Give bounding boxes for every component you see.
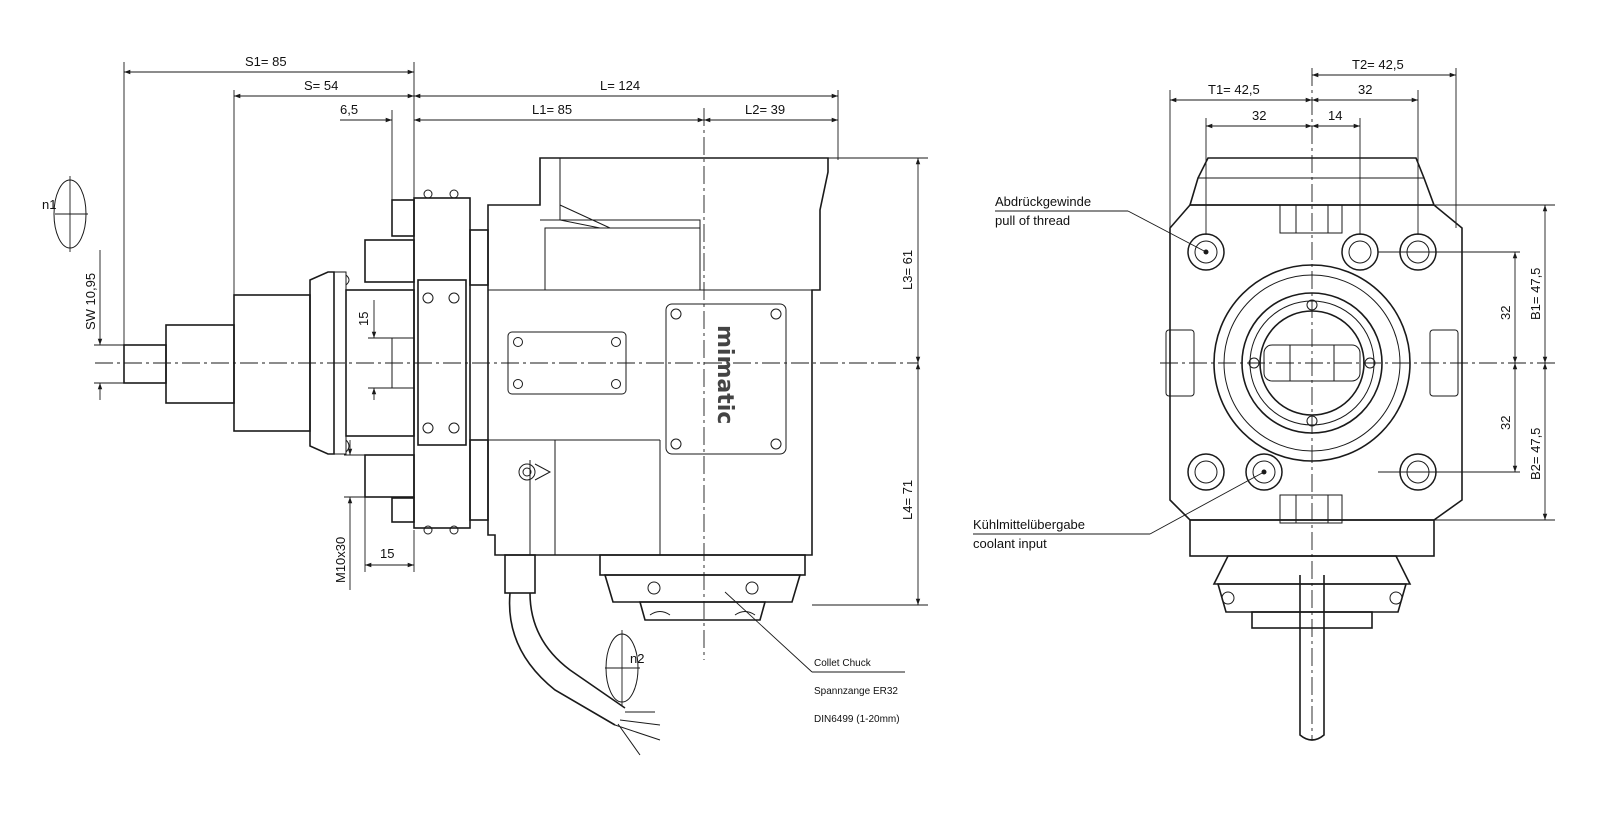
output-spindle (599, 554, 806, 621)
dim-32-b1: 32 (1498, 306, 1513, 320)
dim-l: L= 124 (600, 78, 640, 93)
side-vertical-dimensions: L3= 61 L4= 71 SW 10,95 15 M10x30 (83, 157, 928, 606)
coolant-hose (504, 554, 661, 756)
pull-thread-label-de: Abdrückgewinde (995, 194, 1091, 209)
dim-14: 14 (1328, 108, 1342, 123)
main-housing (487, 157, 829, 556)
front-central-chuck (1213, 264, 1411, 462)
dim-32-left: 32 (1252, 108, 1266, 123)
dim-15-bottom: 15 (380, 546, 394, 561)
dim-s1: S1= 85 (245, 54, 287, 69)
brand-logo: mimatic (712, 325, 737, 424)
dim-l1: L1= 85 (532, 102, 572, 117)
dim-m10x30: M10x30 (333, 537, 348, 583)
pull-thread-callout: Abdrückgewinde pull of thread (995, 194, 1209, 255)
dim-s: S= 54 (304, 78, 338, 93)
dim-b2: B2= 47,5 (1528, 428, 1543, 480)
dim-t2: T2= 42,5 (1352, 57, 1404, 72)
front-view: T2= 42,5 T1= 42,5 32 32 14 B1= 47,5 B2= … (973, 57, 1555, 741)
coolant-input-callout: Kühlmittelübergabe coolant input (973, 469, 1267, 551)
dim-sw: SW 10,95 (83, 273, 98, 330)
collet-line-2: Spannzange ER32 (814, 686, 898, 697)
collet-line-1: Collet Chuck (814, 658, 872, 669)
n1-label: n1 (42, 197, 56, 212)
rotation-n1-symbol: n1 (42, 176, 88, 252)
side-view: n1 n2 mimatic S1= 85 S= 54 L= 124 L1= 85… (42, 54, 928, 756)
dim-l4: L4= 71 (900, 480, 915, 520)
front-housing (1165, 204, 1463, 524)
front-bottom-spindle (1189, 519, 1435, 741)
side-horizontal-dimensions: S1= 85 S= 54 L= 124 L1= 85 L2= 39 6,5 15 (123, 54, 839, 572)
dim-32-right: 32 (1358, 82, 1372, 97)
pull-thread-label-en: pull of thread (995, 213, 1070, 228)
front-horizontal-dimensions: T2= 42,5 T1= 42,5 32 32 14 (1169, 57, 1457, 235)
front-vertical-dimensions: B1= 47,5 B2= 47,5 32 32 (1378, 204, 1555, 521)
dim-15-top: 15 (356, 312, 371, 326)
dim-t1: T1= 42,5 (1208, 82, 1260, 97)
dim-b1: B1= 47,5 (1528, 268, 1543, 320)
collet-chuck-callout: Collet Chuck Spannzange ER32 DIN6499 (1-… (724, 591, 905, 725)
n2-label: n2 (630, 651, 644, 666)
coolant-label-en: coolant input (973, 536, 1047, 551)
flange-plate (413, 189, 489, 535)
rotation-n2-symbol: n2 (605, 630, 644, 706)
collet-line-3: DIN6499 (1-20mm) (814, 714, 900, 725)
dim-6-5: 6,5 (340, 102, 358, 117)
dim-l3: L3= 61 (900, 250, 915, 290)
dim-l2: L2= 39 (745, 102, 785, 117)
dim-32-b2: 32 (1498, 416, 1513, 430)
coolant-label-de: Kühlmittelübergabe (973, 517, 1085, 532)
drive-shaft (123, 199, 415, 523)
